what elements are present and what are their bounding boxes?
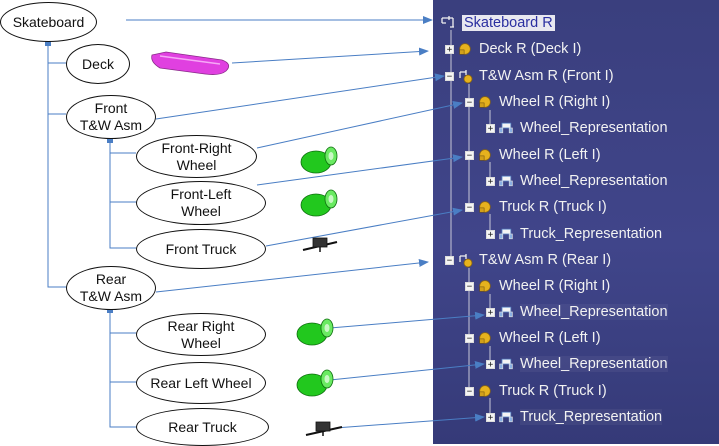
tree-row-root[interactable]: Skateboard R <box>440 13 555 33</box>
tree-row-rear-wheel-left[interactable]: − Wheel R (Left I) <box>465 328 601 348</box>
rear-right-wheel-node: Rear Right Wheel <box>136 313 266 356</box>
collapse-toggle[interactable]: − <box>465 97 474 108</box>
tree-row-rear-asm[interactable]: − T&W Asm R (Rear I) <box>445 250 611 270</box>
tree-row-front-wheel-left-rep[interactable]: + Wheel_Representation <box>486 171 668 191</box>
collapse-toggle[interactable]: − <box>445 71 454 82</box>
deck-node: Deck <box>66 44 130 84</box>
part-instance-icon <box>479 201 491 213</box>
collapse-toggle[interactable]: − <box>465 333 474 344</box>
representation-icon <box>499 306 513 318</box>
rear-right-wheel-label: Rear Right Wheel <box>167 317 235 351</box>
part-instance-icon <box>459 43 471 55</box>
tree-row-deck[interactable]: + Deck R (Deck I) <box>445 39 581 59</box>
collapse-toggle[interactable]: − <box>465 150 474 161</box>
tree-label-rear-wheel-left[interactable]: Wheel R (Left I) <box>499 330 601 346</box>
tree-label-front-wheel-right-rep[interactable]: Wheel_Representation <box>520 120 668 136</box>
representation-icon <box>499 228 513 240</box>
representation-icon <box>499 411 513 423</box>
tree-row-rear-wheel-left-rep[interactable]: + Wheel_Representation <box>486 354 668 374</box>
front-truck-label: Front Truck <box>165 240 237 257</box>
skateboard-node: Skateboard <box>0 2 97 42</box>
product-root-icon <box>441 16 454 28</box>
front-right-wheel-node: Front-Right Wheel <box>136 135 257 178</box>
tree-label-front-wheel-left-rep[interactable]: Wheel_Representation <box>520 173 668 189</box>
part-instance-icon <box>479 332 491 344</box>
tree-label-front-wheel-right[interactable]: Wheel R (Right I) <box>499 94 611 110</box>
collapse-toggle[interactable]: − <box>465 281 474 292</box>
rear-assembly-label: Rear T&W Asm <box>79 271 143 304</box>
rear-truck-image <box>305 421 343 436</box>
tree-row-rear-wheel-right[interactable]: − Wheel R (Right I) <box>465 276 610 296</box>
tree-label-rear-wheel-right[interactable]: Wheel R (Right I) <box>499 278 611 294</box>
rear-left-wheel-label: Rear Left Wheel <box>150 374 252 391</box>
collapse-toggle[interactable]: − <box>465 386 474 397</box>
tree-row-front-wheel-right-rep[interactable]: + Wheel_Representation <box>486 118 668 138</box>
rear-truck-label: Rear Truck <box>168 418 237 435</box>
front-left-wheel-node: Front-Left Wheel <box>136 181 266 225</box>
representation-icon <box>499 122 513 134</box>
tree-row-rear-truck-rep[interactable]: + Truck_Representation <box>486 407 663 427</box>
tree-row-front-asm[interactable]: − T&W Asm R (Front I) <box>445 66 614 86</box>
tree-label-rear-truck[interactable]: Truck R (Truck I) <box>499 383 607 399</box>
collapse-toggle[interactable]: − <box>465 202 474 213</box>
front-left-wheel-label: Front-Left Wheel <box>170 186 232 219</box>
part-instance-icon <box>479 96 491 108</box>
tree-label-rear-truck-rep[interactable]: Truck_Representation <box>520 409 663 425</box>
front-truck-node: Front Truck <box>136 229 266 269</box>
front-assembly-node: Front T&W Asm <box>66 95 156 139</box>
tree-label-front-truck[interactable]: Truck R (Truck I) <box>499 199 607 215</box>
tree-guide-lines <box>450 30 491 418</box>
assembly-icon <box>459 70 473 84</box>
front-right-wheel-label: Front-Right Wheel <box>161 139 232 173</box>
expand-toggle[interactable]: + <box>445 44 454 55</box>
collapse-toggle[interactable]: − <box>445 255 454 266</box>
tree-row-front-truck[interactable]: − Truck R (Truck I) <box>465 197 607 217</box>
specification-tree-panel <box>433 0 719 444</box>
tree-label-root[interactable]: Skateboard R <box>462 15 555 31</box>
tree-row-rear-wheel-right-rep[interactable]: + Wheel_Representation <box>486 302 668 322</box>
front-right-wheel-image <box>300 146 338 174</box>
tree-row-front-wheel-right[interactable]: − Wheel R (Right I) <box>465 92 610 112</box>
connector-dots <box>45 40 113 313</box>
rear-truck-node: Rear Truck <box>136 408 269 446</box>
tree-label-deck[interactable]: Deck R (Deck I) <box>479 41 582 57</box>
expand-toggle[interactable]: + <box>486 229 495 240</box>
expand-toggle[interactable]: + <box>486 359 495 370</box>
rear-assembly-node: Rear T&W Asm <box>66 266 156 310</box>
hierarchy-connectors <box>47 43 136 428</box>
tree-label-rear-wheel-left-rep[interactable]: Wheel_Representation <box>520 356 668 372</box>
tree-row-front-truck-rep[interactable]: + Truck_Representation <box>486 224 662 244</box>
tree-label-rear-wheel-right-rep[interactable]: Wheel_Representation <box>520 304 668 320</box>
deck-part-image <box>151 51 230 75</box>
tree-label-front-truck-rep[interactable]: Truck_Representation <box>520 226 663 242</box>
part-instance-icon <box>479 149 491 161</box>
representation-icon <box>499 175 513 187</box>
assembly-icon <box>459 254 473 268</box>
part-instance-icon <box>479 385 491 397</box>
mapping-arrows <box>126 16 485 429</box>
tree-label-front-wheel-left[interactable]: Wheel R (Left I) <box>499 147 601 163</box>
tree-label-rear-asm[interactable]: T&W Asm R (Rear I) <box>479 252 612 268</box>
expand-toggle[interactable]: + <box>486 123 495 134</box>
rear-left-wheel-image <box>296 369 334 397</box>
tree-row-front-wheel-left[interactable]: − Wheel R (Left I) <box>465 145 601 165</box>
tree-row-rear-truck[interactable]: − Truck R (Truck I) <box>465 381 607 401</box>
front-left-wheel-image <box>300 189 338 217</box>
front-truck-image <box>302 237 338 252</box>
expand-toggle[interactable]: + <box>486 307 495 318</box>
tree-label-front-asm[interactable]: T&W Asm R (Front I) <box>479 68 614 84</box>
expand-toggle[interactable]: + <box>486 176 495 187</box>
representation-icon <box>499 358 513 370</box>
deck-label: Deck <box>82 55 114 72</box>
rear-right-wheel-image <box>296 318 334 346</box>
expand-toggle[interactable]: + <box>486 412 495 423</box>
part-instance-icon <box>479 280 491 292</box>
skateboard-label: Skateboard <box>12 13 85 30</box>
rear-left-wheel-node: Rear Left Wheel <box>136 362 266 404</box>
front-assembly-label: Front T&W Asm <box>79 100 143 133</box>
